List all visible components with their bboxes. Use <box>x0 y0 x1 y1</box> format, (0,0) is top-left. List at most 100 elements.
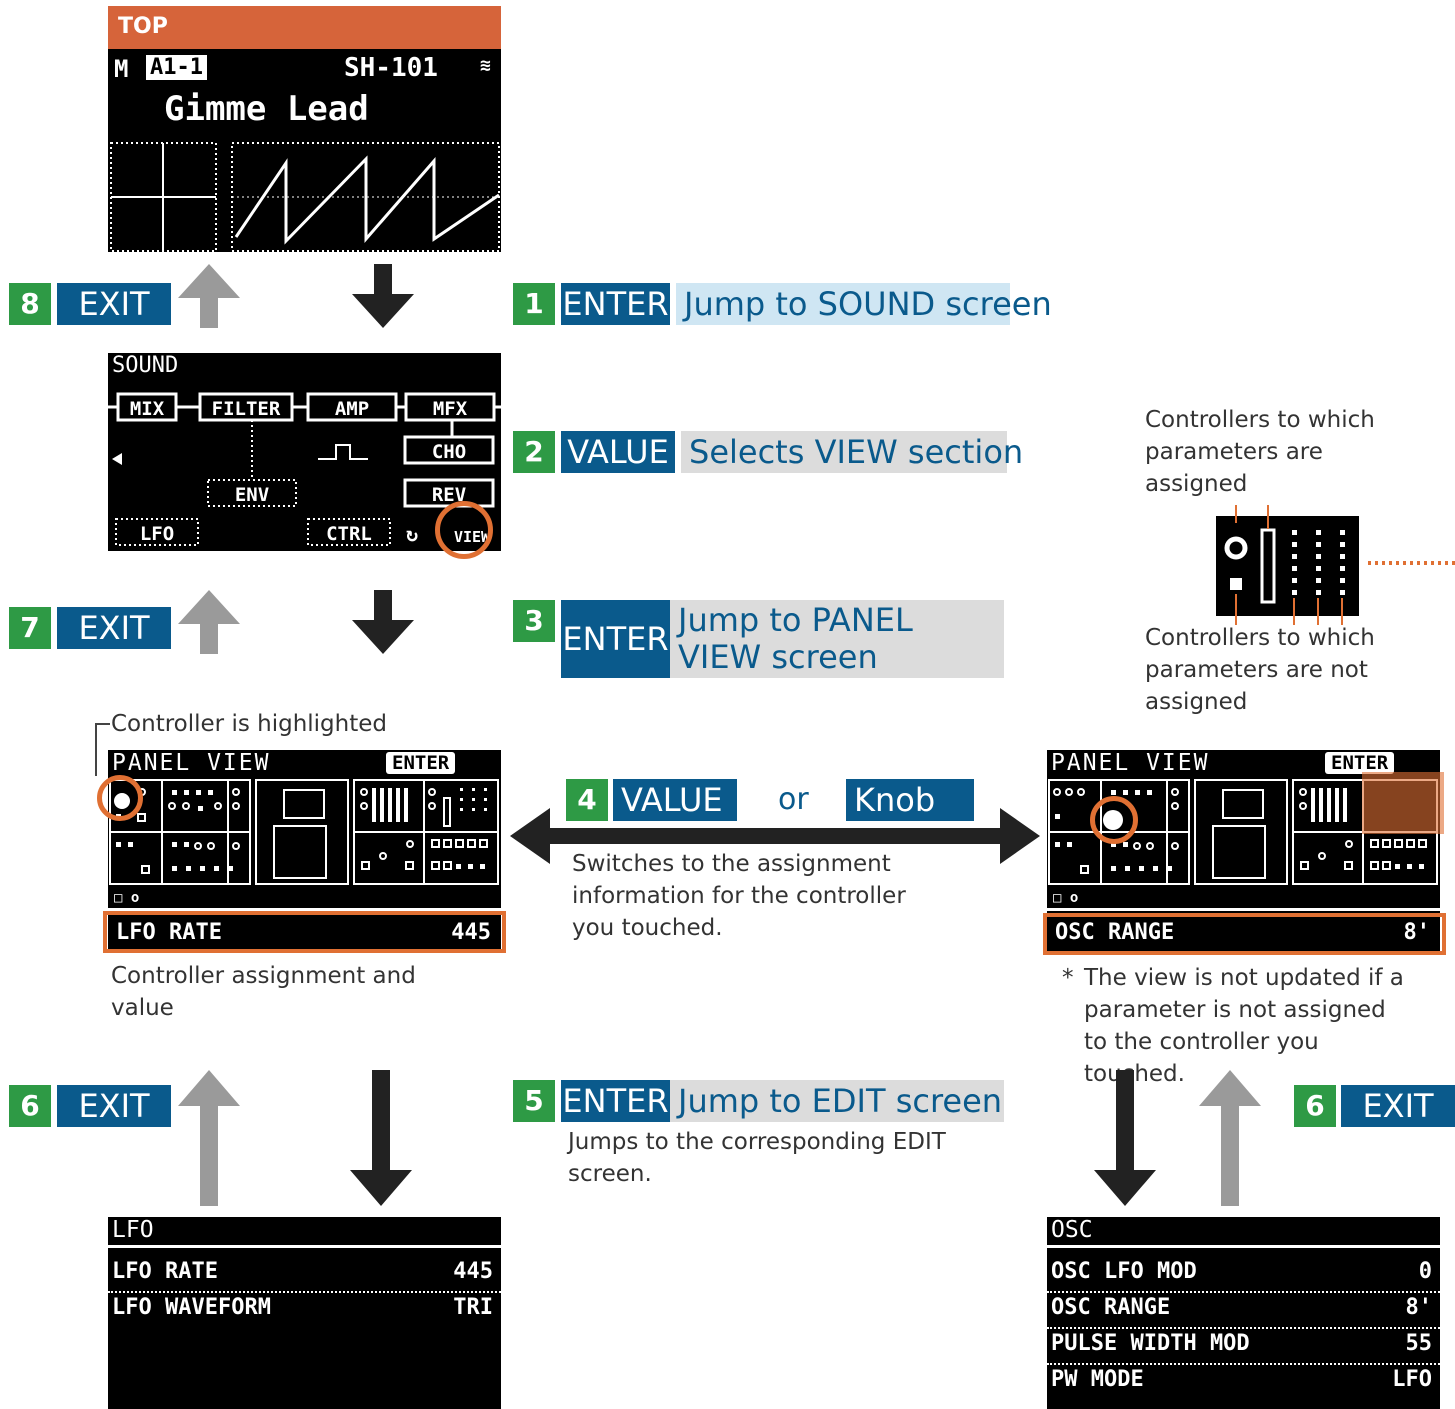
small-indicators: □ o <box>1053 890 1079 906</box>
controller-legend <box>1216 516 1359 616</box>
mode-indicator: M <box>114 55 129 83</box>
param-bar <box>1047 908 1440 911</box>
value-dial[interactable]: VALUE <box>613 779 737 821</box>
param-value: 445 <box>453 1259 493 1284</box>
block-rev[interactable]: REV <box>432 484 466 506</box>
double-arrow <box>510 808 1040 864</box>
panel-view-screen-left: PANEL VIEW ENTER □ o LFO <box>108 750 501 952</box>
unassigned-highlight <box>1362 772 1444 834</box>
signal-icon: ≋ <box>480 55 491 76</box>
block-amp[interactable]: AMP <box>335 398 369 420</box>
lfo-title: LFO <box>112 1217 154 1243</box>
param-name: LFO WAVEFORM <box>112 1295 271 1320</box>
highlighted-leader <box>95 723 110 776</box>
exit-button[interactable]: EXIT <box>57 283 171 325</box>
list-item[interactable]: OSC RANGE 8' <box>1047 1293 1440 1329</box>
enter-button[interactable]: ENTER <box>561 600 670 678</box>
block-env[interactable]: ENV <box>235 484 269 506</box>
lfo-edit-screen: LFO LFO RATE 445 LFO WAVEFORM TRI <box>108 1217 501 1409</box>
sound-block-diagram: MIX FILTER AMP MFX CHO ENV REV LFO CTRL … <box>108 392 501 546</box>
block-cho[interactable]: CHO <box>432 441 466 463</box>
param-name: OSC RANGE <box>1051 1295 1171 1320</box>
view-highlight-circle <box>435 501 493 559</box>
legend-leader-lines <box>1235 505 1455 625</box>
param-highlight-left <box>103 911 506 953</box>
top-header-label: TOP <box>118 14 168 39</box>
step-3-description-box: Jump to PANEL VIEW screen <box>670 600 1004 678</box>
block-mix[interactable]: MIX <box>130 398 165 420</box>
param-name: LFO RATE <box>112 1259 218 1284</box>
step-5-badge: 5 <box>513 1080 555 1122</box>
list-item[interactable]: OSC LFO MOD 0 <box>1047 1257 1440 1293</box>
exit-button[interactable]: EXIT <box>1341 1085 1455 1127</box>
step-2-description: Selects VIEW section <box>689 433 1024 471</box>
param-name: PULSE WIDTH MOD <box>1051 1331 1250 1356</box>
list-item[interactable]: PULSE WIDTH MOD 55 <box>1047 1329 1440 1365</box>
enter-button[interactable]: ENTER <box>561 283 670 325</box>
tone-name: Gimme Lead <box>164 89 369 129</box>
title-rule <box>1047 1245 1440 1248</box>
step-5-description-box: Jump to EDIT screen <box>670 1080 1004 1122</box>
list-item[interactable]: LFO RATE 445 <box>108 1257 501 1293</box>
step-4-description: Switches to the assignment information f… <box>572 851 906 941</box>
knob[interactable]: Knob <box>846 779 974 821</box>
down-arrow-3 <box>352 590 414 654</box>
down-arrow-5-right <box>1094 1070 1156 1206</box>
step-3-badge: 3 <box>513 600 555 642</box>
param-name: LFO RATE <box>116 920 222 945</box>
assigned-note: Controllers to which parameters are assi… <box>1145 407 1375 497</box>
param-highlight-right <box>1043 913 1446 955</box>
asterisk: * <box>1062 965 1074 991</box>
small-indicators: □ o <box>114 890 140 906</box>
block-filter[interactable]: FILTER <box>212 398 281 420</box>
step-7-badge: 7 <box>9 607 51 649</box>
param-name: OSC LFO MOD <box>1051 1259 1197 1284</box>
param-value: TRI <box>453 1295 493 1320</box>
model-name: SH-101 <box>344 53 438 83</box>
step-8-badge: 8 <box>9 283 51 325</box>
param-value: 445 <box>451 920 491 945</box>
block-lfo[interactable]: LFO <box>140 523 174 545</box>
title-rule <box>108 1245 501 1248</box>
osc-edit-screen: OSC OSC LFO MOD 0 OSC RANGE 8' PULSE WID… <box>1047 1217 1440 1409</box>
down-arrow-1 <box>352 264 414 328</box>
osc-title: OSC <box>1051 1217 1093 1243</box>
step-1-badge: 1 <box>513 283 555 325</box>
up-arrow-6-left <box>178 1070 240 1206</box>
list-item[interactable]: LFO WAVEFORM TRI <box>108 1293 501 1327</box>
exit-button[interactable]: EXIT <box>57 1085 171 1127</box>
param-bar <box>108 908 501 911</box>
assignment-note: Controller assignment and value <box>111 963 416 1021</box>
top-header: TOP <box>108 6 501 49</box>
list-item[interactable]: PW MODE LFO <box>1047 1365 1440 1399</box>
cursor-arrow-icon: ↻ <box>406 522 418 546</box>
step-5-subtext: Jumps to the corresponding EDIT screen. <box>568 1129 946 1187</box>
sound-screen: SOUND MIX FILTER AMP MFX CHO ENV REV LFO… <box>108 353 501 551</box>
step-3-description: Jump to PANEL VIEW screen <box>678 601 913 676</box>
step-6-badge: 6 <box>9 1085 51 1127</box>
value-dial[interactable]: VALUE <box>561 431 675 473</box>
step-5-description: Jump to EDIT screen <box>678 1082 1003 1120</box>
waveform-display <box>110 142 500 252</box>
exit-button[interactable]: EXIT <box>57 607 171 649</box>
step-1-description: Jump to SOUND screen <box>684 285 1052 323</box>
param-value: 8' <box>1403 920 1431 945</box>
param-value: 55 <box>1405 1331 1433 1356</box>
step-6-badge: 6 <box>1294 1085 1336 1127</box>
or-label: or <box>778 782 809 817</box>
panel-layout-graphic <box>109 779 499 885</box>
block-mfx[interactable]: MFX <box>433 398 468 420</box>
step-2-badge: 2 <box>513 431 555 473</box>
enter-button[interactable]: ENTER <box>561 1080 670 1122</box>
patch-number: A1-1 <box>146 55 207 80</box>
panel-view-title: PANEL VIEW <box>1051 750 1210 776</box>
top-screen: M A1-1 SH-101 ≋ Gimme Lead <box>108 49 501 252</box>
highlighted-note: Controller is highlighted <box>111 711 387 737</box>
block-ctrl[interactable]: CTRL <box>326 523 372 545</box>
up-arrow-7 <box>178 590 240 654</box>
up-arrow-8 <box>178 264 240 328</box>
param-value: 8' <box>1405 1295 1433 1320</box>
param-value: 0 <box>1418 1259 1432 1284</box>
sound-title: SOUND <box>112 353 179 378</box>
controller-legend-graphic <box>1224 528 1345 604</box>
